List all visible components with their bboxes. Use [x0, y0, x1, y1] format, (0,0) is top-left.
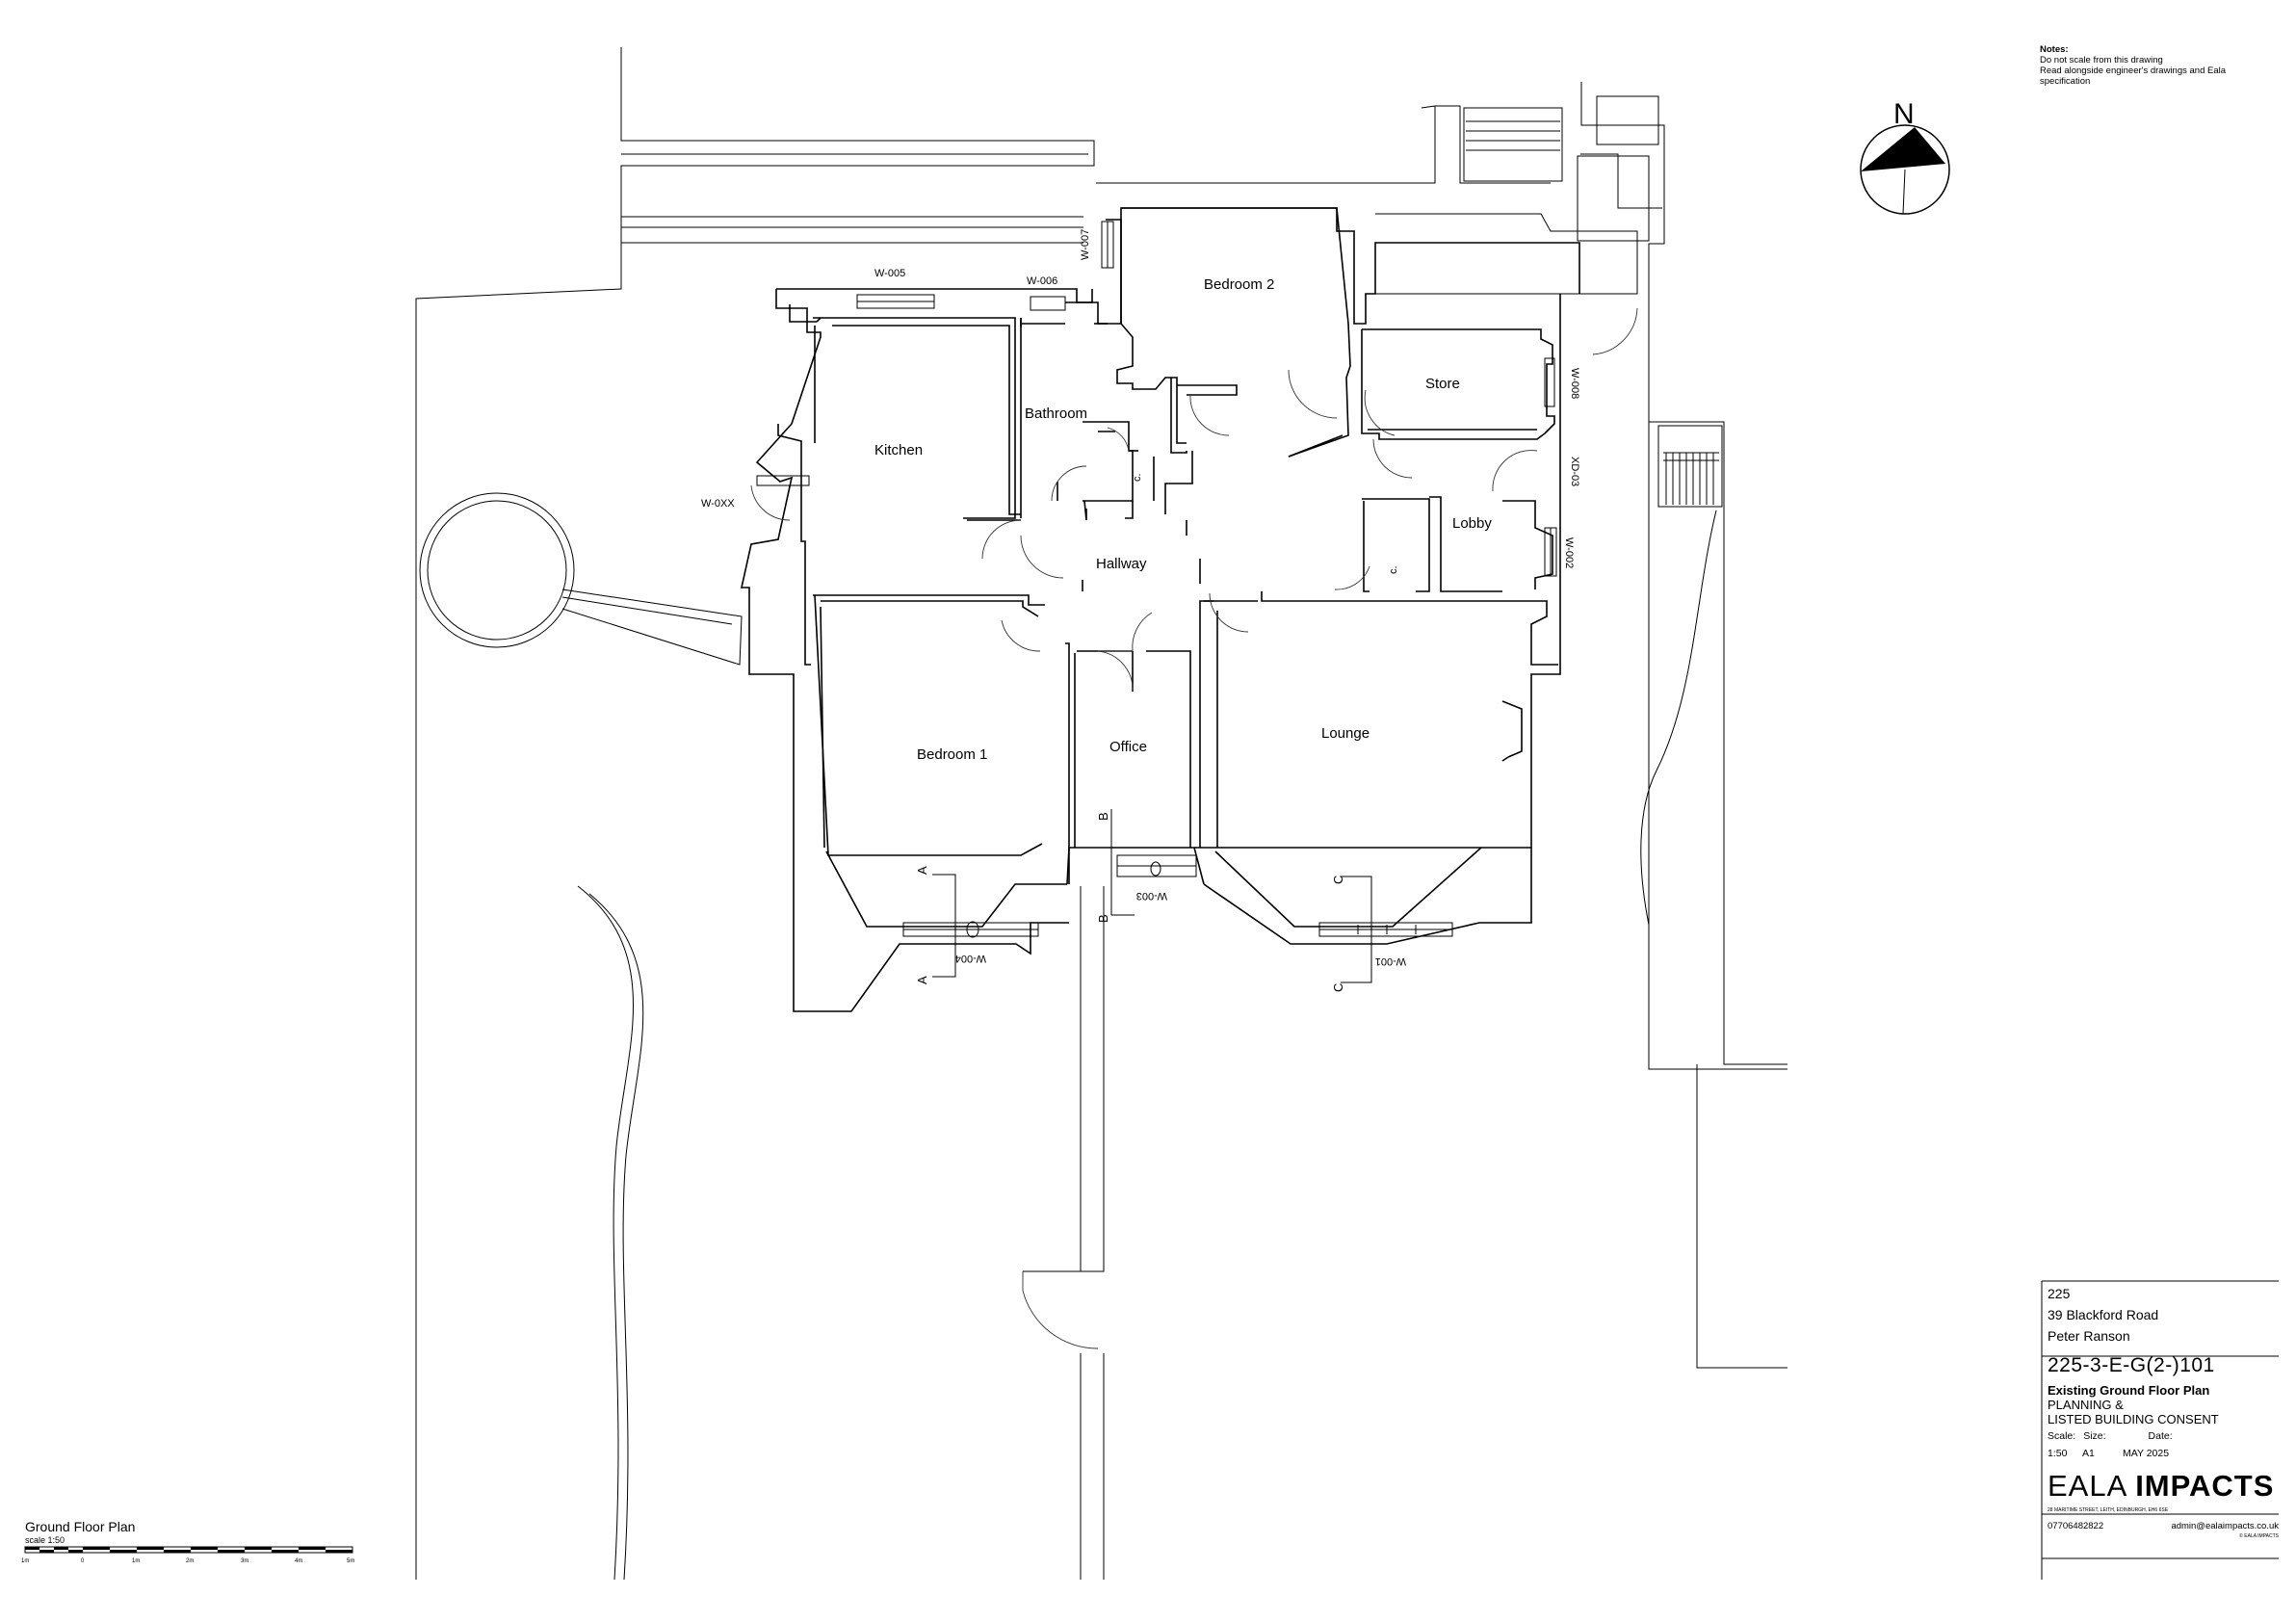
north-arrow-icon: N [1860, 98, 1950, 215]
scale-value: 1:50 [2048, 1448, 2068, 1459]
section-c-top: C [1331, 876, 1345, 884]
door-swings [750, 307, 1638, 693]
room-labels: Bedroom 2 Bathroom Kitchen Store Lobby H… [874, 276, 1492, 763]
scale-tick: 1m [21, 1558, 29, 1564]
section-a-bottom: A [915, 976, 929, 984]
section-labels: A A B B C C [915, 812, 1345, 992]
scale-tick: 4m [295, 1558, 302, 1564]
legend-title: Ground Floor Plan [25, 1519, 136, 1534]
section-b-bottom: B [1096, 914, 1110, 923]
office-address: 28 MARITIME STREET, LEITH, EDINBURGH, EH… [2048, 1507, 2169, 1513]
room-label-office: Office [1109, 739, 1147, 755]
brand-logo: EALA IMPACTS [2048, 1469, 2275, 1503]
tag-w006: W-006 [1027, 275, 1057, 287]
section-b-top: B [1096, 812, 1110, 821]
client-name: Peter Ranson [2048, 1328, 2130, 1344]
notes-heading: Notes: [2040, 44, 2069, 55]
meta-labels: Scale: Size: Date: [2048, 1430, 2279, 1442]
drawing-title: Existing Ground Floor Plan [2048, 1383, 2210, 1398]
cupboard-label: c. [1388, 565, 1399, 574]
site-boundaries [415, 47, 1787, 1581]
scale-tick: 5m [347, 1558, 354, 1564]
tag-w005: W-005 [874, 268, 905, 279]
room-label-bedroom2: Bedroom 2 [1204, 276, 1274, 293]
date-label: Date: [2148, 1430, 2173, 1442]
tag-w002: W-002 [1563, 537, 1575, 568]
scale-tick: 2m [186, 1558, 194, 1564]
room-label-lounge: Lounge [1321, 725, 1370, 742]
email-address: admin@ealaimpacts.co.uk [2171, 1521, 2279, 1531]
scale-bar: 1m 0 1m 2m 3m 4m 5m [21, 1546, 354, 1564]
note-line: Do not scale from this drawing [2040, 55, 2163, 65]
date-value: MAY 2025 [2123, 1448, 2170, 1459]
plan-legend: Ground Floor Plan scale 1:50 [25, 1519, 135, 1545]
drawing-purpose: PLANNING & [2048, 1398, 2124, 1412]
windows [756, 221, 1557, 938]
meta-values: 1:50 A1 MAY 2025 [2048, 1448, 2279, 1459]
project-number: 225 [2048, 1286, 2071, 1301]
phone-number: 07706482822 [2048, 1521, 2104, 1531]
drawing-notes: Notes: Do not scale from this drawing Re… [2040, 44, 2261, 87]
room-label-lobby: Lobby [1452, 515, 1492, 532]
note-line: Read alongside engineer's drawings and E… [2040, 65, 2227, 87]
copyright: © EALA IMPACTS [2239, 1533, 2279, 1539]
room-label-bathroom: Bathroom [1025, 406, 1087, 422]
title-block-frame [2041, 1280, 2279, 1580]
room-label-hallway: Hallway [1096, 556, 1147, 572]
tag-w0xx: W-0XX [701, 498, 735, 510]
scale-label: Scale: [2048, 1430, 2076, 1442]
size-value: A1 [2082, 1448, 2095, 1459]
cupboard-label: c. [1132, 473, 1143, 482]
room-label-kitchen: Kitchen [874, 442, 923, 458]
tag-w004: W-004 [955, 953, 986, 964]
drawing-code: 225-3-E-G(2-)101 [2048, 1354, 2215, 1376]
north-label: N [1893, 98, 1915, 130]
window-tags: W-005 W-006 W-007 W-008 XD-03 W-002 W-0X… [701, 229, 1580, 967]
drawing-purpose: LISTED BUILDING CONSENT [2048, 1412, 2219, 1426]
size-label: Size: [2083, 1430, 2106, 1442]
scale-tick: 1m [132, 1558, 140, 1564]
tag-xd03: XD-03 [1569, 457, 1580, 486]
contact-details: 07706482822 admin@ealaimpacts.co.uk [2048, 1521, 2279, 1531]
project-address: 39 Blackford Road [2048, 1307, 2159, 1322]
tag-w003: W-003 [1136, 890, 1167, 902]
scale-tick: 3m [241, 1558, 248, 1564]
section-markers [932, 809, 1372, 983]
tag-w007: W-007 [1080, 229, 1091, 260]
room-label-store: Store [1425, 376, 1460, 392]
room-label-bedroom1: Bedroom 1 [917, 746, 987, 763]
scale-tick: 0 [81, 1558, 85, 1564]
tag-w008: W-008 [1569, 368, 1580, 399]
section-c-bottom: C [1331, 983, 1345, 992]
section-a-top: A [915, 866, 929, 875]
tag-w001: W-001 [1375, 955, 1406, 967]
title-block: 225 39 Blackford Road Peter Ranson 225-3… [2048, 1283, 2279, 1539]
legend-scale: scale 1:50 [25, 1535, 65, 1545]
